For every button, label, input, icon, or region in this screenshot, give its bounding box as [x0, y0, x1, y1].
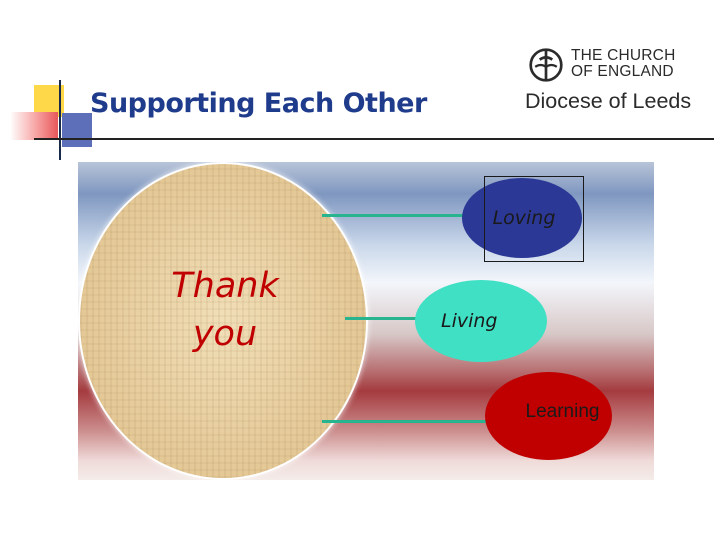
slide-title: Supporting Each Other: [90, 88, 427, 119]
living-bubble: Living: [415, 280, 547, 362]
corner-decoration-red: [10, 112, 58, 140]
thank-you-line-2: you: [192, 314, 258, 354]
logo-line-2: OF ENGLAND: [571, 63, 674, 80]
loving-selection-frame: [484, 176, 584, 262]
learning-label: Learning: [525, 401, 600, 422]
living-label: Living: [441, 310, 498, 332]
thank-you-line-1: Thank: [171, 266, 279, 306]
church-logo: THE CHURCH OF ENGLAND Diocese of Leeds: [525, 45, 705, 120]
loving-label: Loving: [492, 207, 556, 229]
logo-diocese-name: Diocese of Leeds: [525, 89, 692, 113]
connector-learning: [322, 420, 502, 423]
corner-decoration-blue: [62, 113, 92, 147]
connector-living: [345, 317, 420, 320]
decoration-vertical-line: [59, 80, 61, 160]
connector-loving: [322, 214, 472, 217]
logo-organisation-name: THE CHURCH OF ENGLAND: [571, 48, 675, 80]
logo-line-1: THE CHURCH: [571, 47, 676, 64]
title-underline: [34, 138, 714, 140]
papyrus-circle: [78, 162, 368, 480]
church-of-england-cross-icon: [529, 48, 563, 82]
thank-you-text: Thank you: [150, 262, 300, 358]
learning-bubble: Learning: [485, 372, 612, 460]
loving-bubble: Loving: [462, 178, 582, 258]
